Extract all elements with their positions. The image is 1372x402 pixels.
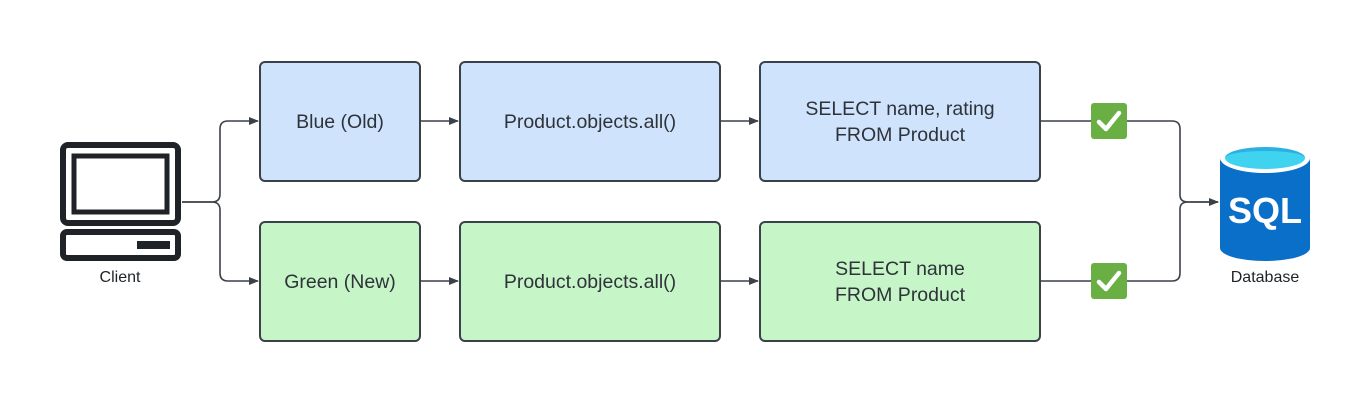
client-to-blue-arrow <box>182 117 259 203</box>
client-to-green-arrow <box>182 201 259 285</box>
green-check-icon <box>1091 263 1127 299</box>
blue-old-box: Blue (Old) <box>259 61 421 182</box>
database-label: Database <box>1230 269 1300 286</box>
blue-query-box: SELECT name, rating FROM Product <box>759 61 1041 182</box>
blue-query-to-db-line <box>1041 120 1219 206</box>
green-query-box: SELECT name FROM Product <box>759 221 1041 342</box>
green-new-box: Green (New) <box>259 221 421 342</box>
green-query-to-db-line <box>1041 201 1218 282</box>
blue-check-icon <box>1091 103 1127 139</box>
blue-orm-box: Product.objects.all() <box>459 61 721 182</box>
green-orm-box: Product.objects.all() <box>459 221 721 342</box>
client-label: Client <box>99 269 141 286</box>
